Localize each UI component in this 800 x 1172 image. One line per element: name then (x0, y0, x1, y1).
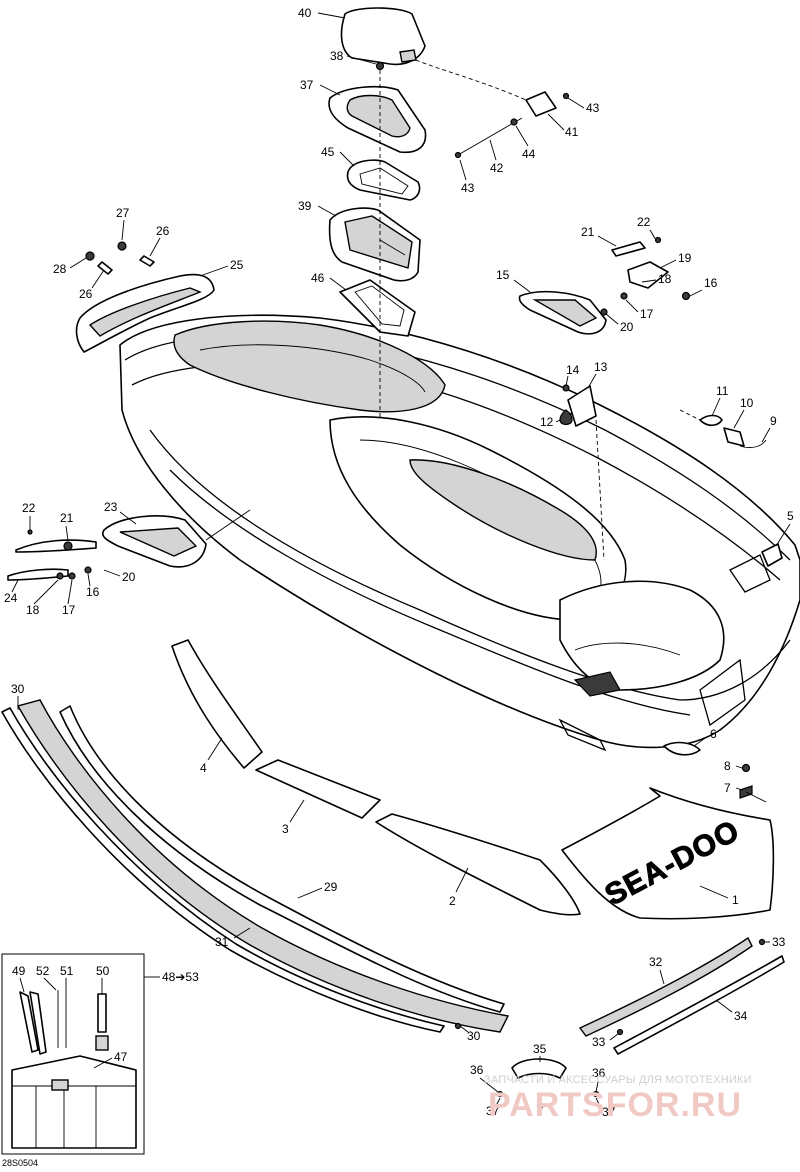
callout-labels: 40 38 37 45 39 46 43 41 44 42 43 27 26 2… (4, 6, 794, 1119)
callout-36b: 36 (592, 1066, 606, 1080)
part-19 (627, 261, 669, 289)
callout-26b: 26 (79, 287, 93, 301)
callout-44b: 43 (461, 181, 475, 195)
callout-46: 45 (321, 145, 335, 159)
part-31-bumper (16, 699, 510, 1033)
callout-9: 9 (770, 414, 777, 428)
callout-23: 23 (104, 500, 118, 514)
callout-50: 49 (12, 964, 26, 978)
callout-22a: 22 (637, 215, 651, 229)
callout-34: 34 (734, 1009, 748, 1023)
deck-mats: SEA-DOO (171, 639, 775, 920)
drawing-code: 28S0504 (2, 1158, 39, 1168)
callout-16b: 16 (86, 585, 100, 599)
callout-16a: 16 (704, 276, 718, 290)
callout-43: 42 (490, 161, 504, 175)
callout-41: 40 (298, 6, 312, 20)
callout-33a: 33 (772, 935, 786, 949)
callout-1: 1 (732, 893, 739, 907)
callout-2: 2 (449, 894, 456, 908)
callout-12: 12 (540, 415, 554, 429)
callout-8: 8 (724, 759, 731, 773)
callout-21a: 21 (581, 225, 595, 239)
callout-20a: 20 (620, 320, 634, 334)
right-vent-assembly (518, 236, 767, 561)
part-32-strip (578, 936, 753, 1037)
part-47-seal (339, 279, 416, 337)
callout-30b: 30 (467, 1029, 481, 1043)
callout-51: 51 (60, 964, 74, 978)
callout-24: 24 (4, 591, 18, 605)
callout-3: 3 (282, 822, 289, 836)
callout-17b: 17 (62, 603, 76, 617)
callout-7: 7 (724, 781, 731, 795)
callout-13: 13 (594, 360, 608, 374)
callout-22b: 22 (22, 501, 36, 515)
part-2-mat (375, 813, 581, 916)
callout-6: 6 (710, 727, 717, 741)
callout-5: 5 (787, 509, 794, 523)
callout-39: 38 (330, 49, 344, 63)
callout-45: 44 (522, 147, 536, 161)
part-46-gasket (346, 159, 421, 201)
callout-28: 28 (53, 262, 67, 276)
storage-parts (328, 7, 570, 420)
callout-15: 15 (496, 268, 510, 282)
callout-20b: 20 (122, 570, 136, 584)
callout-30a: 30 (11, 682, 25, 696)
watermark-tagline: ЗАПЧАСТИ И АКСЕССУАРЫ ДЛЯ МОТОТЕХНИКИ (484, 1074, 752, 1086)
part-1-mat (561, 787, 775, 920)
callout-36a: 36 (470, 1063, 484, 1077)
callout-10: 10 (740, 396, 754, 410)
callout-11: 11 (716, 384, 729, 398)
callout-44a: 43 (586, 101, 600, 115)
part-24 (7, 568, 69, 581)
callout-4: 4 (200, 761, 207, 775)
callout-29: 29 (324, 880, 338, 894)
part-3-mat (255, 759, 381, 819)
rub-strips (1, 699, 785, 1110)
part-21-left (15, 539, 97, 553)
callout-26a: 26 (156, 224, 170, 238)
part-29-strip (59, 705, 505, 1013)
callout-42: 41 (565, 125, 579, 139)
callout-33b: 33 (592, 1035, 606, 1049)
callout-52: 50 (96, 964, 110, 978)
part-21-right (611, 241, 646, 257)
watermark-brand: PARTSFOR.RU (488, 1086, 743, 1124)
part-34-strip (613, 955, 785, 1055)
part-35-cap (511, 1058, 567, 1079)
callout-19: 19 (678, 251, 692, 265)
callout-14: 14 (566, 363, 580, 377)
kit-label: 48➔53 (162, 970, 199, 984)
callout-18a: 18 (658, 272, 672, 286)
part-42-latch (525, 91, 557, 117)
part-30-strip (1, 707, 445, 1033)
callout-37a: 37 (486, 1104, 500, 1118)
left-vent-assembly (7, 509, 251, 581)
callout-25: 25 (230, 258, 244, 272)
callout-31: 31 (215, 935, 229, 949)
callout-32: 32 (649, 955, 663, 969)
callout-35: 35 (533, 1042, 547, 1056)
callout-38: 37 (300, 78, 314, 92)
callout-53: 52 (36, 964, 50, 978)
callout-27: 27 (116, 206, 130, 220)
callout-49: 47 (114, 1050, 128, 1064)
small-hardware (663, 543, 783, 803)
callout-18b: 18 (26, 603, 40, 617)
handrail-assembly (75, 241, 215, 353)
callout-37b: 37 (602, 1105, 616, 1119)
callout-21b: 21 (60, 511, 74, 525)
part-4-mat (171, 639, 263, 769)
tool-kit (1, 953, 160, 1155)
callout-47: 46 (311, 271, 325, 285)
callout-40: 39 (298, 199, 312, 213)
callout-17a: 17 (640, 307, 654, 321)
deck-hull (119, 314, 800, 752)
